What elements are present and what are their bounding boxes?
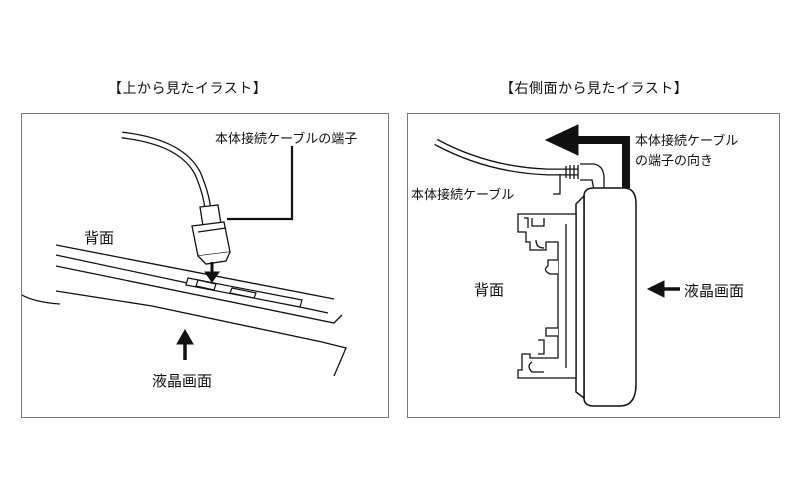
label-cable-end-direction: 本体接続ケーブル の端子の向き [635,132,738,172]
label-cable-end: 本体接続ケーブルの端子 [215,132,358,147]
side-view-illustration [434,124,680,407]
cable [434,138,578,176]
top-view-panel: 本体接続ケーブルの端子 背面 液晶画面 [21,113,389,418]
top-view-illustration [22,131,347,377]
lcd-pointer-arrow [176,328,194,360]
cable [121,131,212,215]
connector-port [185,277,303,308]
label-cable: 本体接続ケーブル [411,188,515,203]
lcd-body [575,187,637,407]
cable-direction-arrow [544,124,630,188]
caption-right-side-view: 【右側面から見たイラスト】 [500,81,689,97]
label-back: 背面 [84,229,115,247]
label-cable-end-direction-line1: 本体接続ケーブル [635,134,739,149]
label-lcd: 液晶画面 [684,282,745,300]
lcd-pointer-arrow [646,280,680,298]
insert-arrow [204,262,220,283]
caption-top-view: 【上から見たイラスト】 [108,81,268,97]
cable-plug [565,163,618,191]
mount-bracket [517,213,577,379]
side-view-panel: 本体接続ケーブル の端子の向き 本体接続ケーブル 背面 液晶画面 [407,113,780,418]
label-back: 背面 [474,281,505,299]
leader-line-cable-end [227,146,294,221]
label-lcd: 液晶画面 [152,372,213,390]
cable-plug [191,204,231,265]
leader-line-cable [553,174,561,195]
label-cable-end-direction-line2: の端子の向き [635,154,714,169]
